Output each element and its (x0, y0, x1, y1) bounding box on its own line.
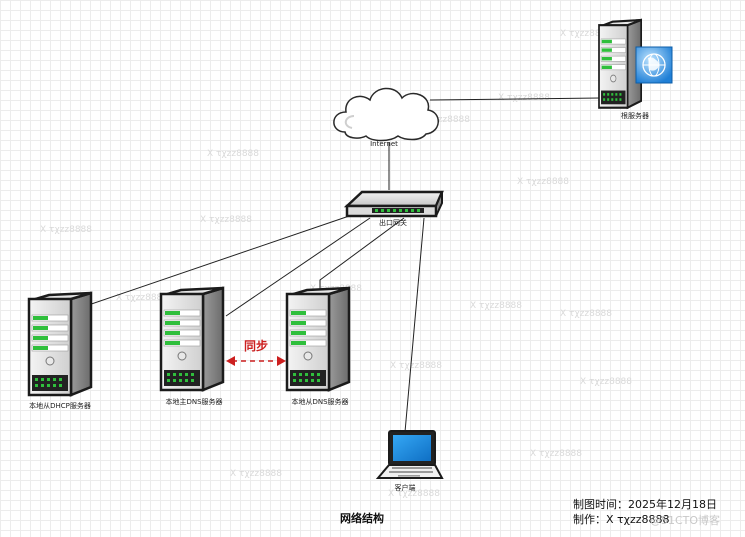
server-icon (159, 286, 225, 392)
dns-slave-label: 本地从DNS服务器 (291, 397, 348, 406)
watermark: X τχzz8888 (200, 215, 252, 225)
watermark: X τχzz8888 (388, 489, 440, 499)
link-gateway-client (404, 217, 425, 433)
watermark: X τχzz8888 (418, 115, 470, 125)
watermark: X τχzz8888 (40, 225, 92, 235)
watermark: X τχzz8888 (207, 149, 259, 159)
watermarks: X τχzz8888 X τχzz8888 X τχzz8888 X τχzz8… (40, 29, 632, 499)
link-gateway-dhcp (67, 213, 356, 313)
client-label: 客户端 (395, 483, 416, 492)
watermark: X τχzz8888 (530, 449, 582, 459)
watermark: X τχzz8888 (498, 93, 550, 103)
switch-icon[interactable] (343, 190, 444, 218)
dns-master-label: 本地主DNS服务器 (165, 397, 222, 406)
diagram-title: 网络结构 (340, 511, 384, 525)
dns-slave-server[interactable] (285, 286, 351, 392)
link-gateway-dns-master (225, 217, 371, 317)
dhcp-server[interactable] (27, 291, 93, 397)
watermark: X τχzz8888 (560, 309, 612, 319)
sync-arrow: 同步 (226, 338, 286, 366)
internet-label: Internet (370, 140, 398, 148)
watermark: X τχzz8888 (116, 293, 168, 303)
watermark: X τχzz8888 (517, 177, 569, 187)
watermark: X τχzz8888 (470, 301, 522, 311)
laptop-icon[interactable] (375, 430, 444, 479)
watermark: X τχzz8888 (560, 29, 612, 39)
globe-icon (635, 46, 673, 84)
cloud-icon[interactable] (333, 87, 439, 142)
link-gateway-dns-slave (319, 217, 405, 292)
root-server-label: 根服务器 (621, 111, 649, 120)
root-server[interactable] (597, 18, 643, 109)
dhcp-server-label: 本地从DHCP服务器 (29, 401, 91, 410)
gateway-label: 出口网关 (379, 218, 407, 227)
connections (67, 97, 601, 433)
watermark: X τχzz8888 (230, 469, 282, 479)
link-internet-root-server (429, 97, 601, 101)
server-icon (597, 18, 643, 109)
server-icon (285, 286, 351, 392)
date-line: 制图时间：2025年12月18日 (573, 497, 717, 511)
server-icon (27, 291, 93, 397)
footer-brand: @51CTO博客 (650, 513, 720, 527)
watermark: X τχzz8888 (580, 377, 632, 387)
watermark: X τχzz8888 (390, 361, 442, 371)
sync-label: 同步 (244, 338, 268, 353)
author-line: 制作：X τχzz8888 (573, 513, 670, 526)
dns-master-server[interactable] (159, 286, 225, 392)
